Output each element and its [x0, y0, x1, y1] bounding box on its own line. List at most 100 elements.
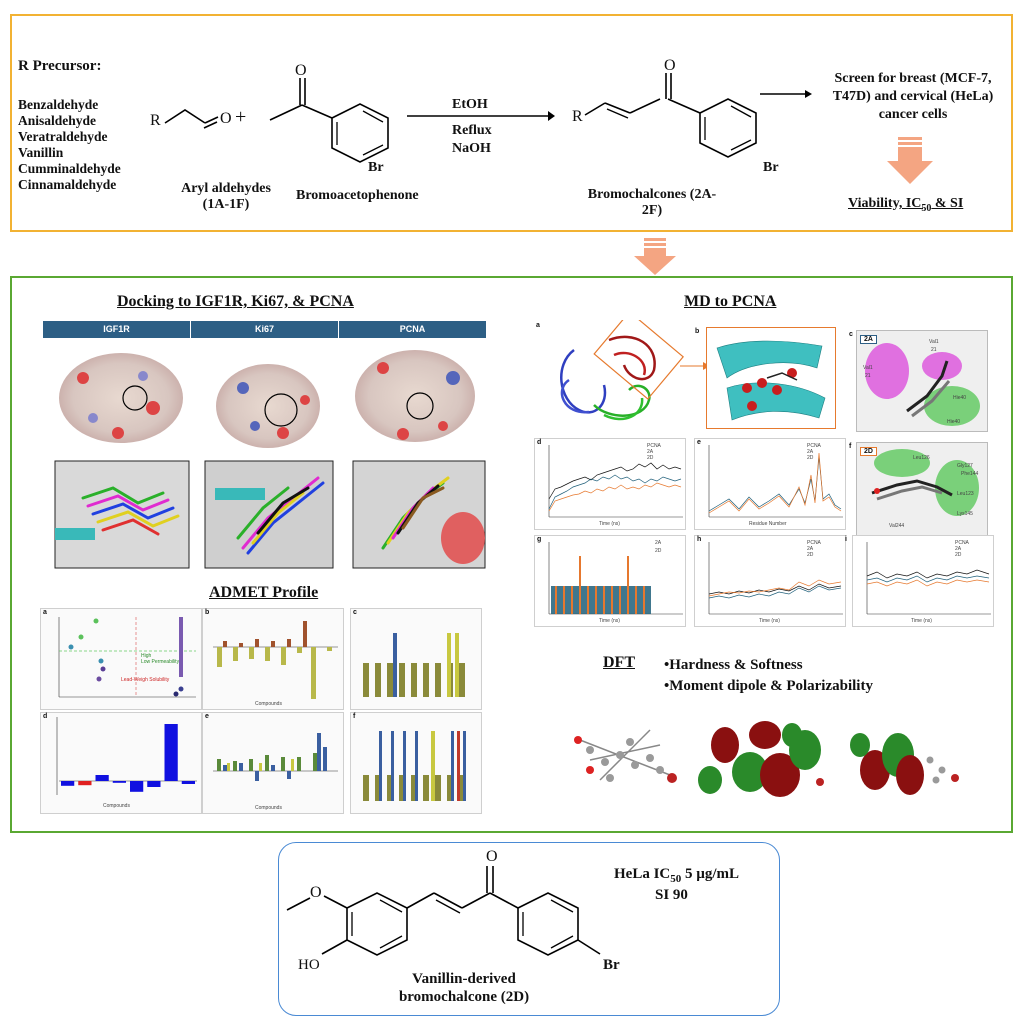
down-arrow-icon: [634, 238, 676, 275]
precursor-item: Benzaldehyde: [18, 97, 99, 112]
x-axis-label: Compounds: [255, 805, 282, 811]
admet-d-bar: [61, 781, 75, 786]
admet-scatter-plot: [58, 617, 196, 698]
pcna-trimer-image: [560, 310, 685, 421]
panel-label: a: [536, 322, 540, 329]
panel-label: a: [43, 609, 47, 616]
computational-panel: [10, 276, 1013, 833]
legend-2d: 2D: [807, 455, 814, 461]
atom-o: O: [486, 848, 498, 865]
dft-title: DFT: [603, 654, 635, 671]
admet-panel-f: f: [350, 712, 482, 814]
ligand-box-2a: 2A: [860, 335, 877, 344]
screen-text: Screen for breast (MCF-7, T47D) and cerv…: [808, 70, 1018, 124]
ligand-box-2d: 2D: [860, 447, 877, 456]
condition-reflux: Reflux: [452, 123, 492, 138]
md-title: MD to PCNA: [684, 293, 777, 310]
lead-compound-panel: [278, 842, 780, 1016]
md-panel-b: b: [695, 327, 836, 429]
target-header-ki67: Ki67: [191, 321, 339, 338]
dft-orbitals: [574, 721, 959, 797]
ic50-subscript: 50: [670, 873, 682, 885]
aldehyde-label: Aryl aldehydes (1A-1F): [174, 181, 278, 213]
residue-label: Val1: [863, 365, 873, 371]
precursor-item: Veratraldehyde: [18, 129, 108, 144]
legend-2a: 2A: [647, 449, 654, 455]
panel-label: c: [353, 609, 357, 616]
product-label-line: 2F): [641, 203, 663, 218]
legend-2a: 2A: [807, 546, 814, 552]
atom-o: O: [664, 57, 676, 74]
admet-d-bar: [130, 781, 144, 792]
md-panel-a: a: [534, 310, 685, 432]
dft-bullet-dipole: •Moment dipole & Polarizability: [664, 678, 873, 694]
atom-r: R: [572, 108, 583, 125]
admet-d-bar: [164, 724, 178, 781]
md-panel-h: PCNA 2A 2D Time (ns) h: [694, 535, 846, 627]
rmsf-line-chart: [708, 445, 843, 518]
legend-pcna: PCNA: [807, 540, 821, 546]
residue-label: Phe144: [961, 471, 979, 477]
condition-base: NaOH: [452, 141, 491, 156]
ic50-text: 5 µg/mL: [681, 866, 740, 882]
aldehyde-label-line: Aryl aldehydes: [181, 181, 271, 196]
legend-2a: 2A: [655, 540, 662, 546]
admet-panel-b: Compounds b: [202, 608, 344, 710]
annotation-high: High: [141, 653, 152, 659]
legend-pcna: PCNA: [807, 443, 821, 449]
dft-bullet-hardness: •Hardness & Softness: [664, 657, 803, 673]
rmsd-line-chart: [548, 445, 683, 518]
panel-label: b: [205, 609, 210, 616]
down-arrow-icon: [887, 137, 933, 184]
pcna-zoom-image: [716, 340, 826, 421]
screen-arrow: [760, 90, 812, 98]
md-panel-c: 2A Val1 21 Val1 21 Hie40 Hie40 c: [849, 330, 988, 432]
admet-panel-c: c: [350, 608, 482, 710]
md-panel-g: 2A 2D Time (ns) g: [534, 535, 686, 627]
admet-panel-d: Compounds d: [40, 712, 202, 814]
viability-text-part: Viability, IC: [848, 196, 922, 211]
legend-2d: 2D: [647, 455, 654, 461]
x-axis-label: Residue Number: [749, 521, 787, 527]
md-panel-e: PCNA 2A 2D Residue Number e: [694, 438, 846, 530]
legend-2d: 2D: [955, 552, 962, 558]
residue-label: Leu126: [913, 455, 930, 461]
x-axis-label: Time (ns): [911, 618, 932, 624]
interaction-2a-image: [865, 343, 980, 426]
legend-2d: 2D: [655, 548, 662, 554]
atom-o: O: [310, 884, 322, 901]
atom-o: O: [295, 62, 307, 79]
admet-bar-chart: [363, 731, 466, 801]
residue-label: Hie40: [953, 395, 967, 401]
md-panel-f: 2D Leu126 Gly127 Phe144 Leu123 Lys145 Va…: [849, 442, 988, 536]
vanillin-bromochalcone-structure: [286, 866, 601, 956]
panel-label: e: [697, 439, 701, 446]
residue-label: 21: [931, 347, 937, 353]
docking-images: [54, 350, 486, 569]
legend-2a: 2A: [955, 546, 962, 552]
screen-text-line: cancer cells: [878, 107, 948, 122]
admet-title: ADMET Profile: [209, 584, 319, 601]
precursor-item: Cumminaldehyde: [18, 161, 121, 176]
docking-title: Docking to IGF1R, Ki67, & PCNA: [117, 293, 354, 310]
aldehyde-label-line: (1A-1F): [202, 197, 250, 212]
screen-text-line: Screen for breast (MCF-7,: [834, 71, 992, 86]
aldehyde-structure: [164, 109, 219, 129]
reaction-arrow: [407, 111, 555, 121]
atom-br: Br: [763, 160, 779, 175]
residue-label: Val244: [889, 523, 905, 529]
panel-label: g: [537, 536, 542, 543]
synthesis-panel: [10, 14, 1013, 232]
screen-text-line: T47D) and cervical (HeLa): [832, 89, 994, 104]
residue-label: Gly127: [957, 463, 973, 469]
legend-pcna: PCNA: [647, 443, 661, 449]
precursor-list: Benzaldehyde Anisaldehyde Veratraldehyde…: [18, 97, 121, 193]
admet-d-bar: [147, 781, 161, 787]
admet-d-bar: [112, 781, 126, 783]
ic50-value: HeLa IC50 5 µg/mL: [614, 866, 739, 885]
admet-bar-chart: [213, 733, 338, 781]
plus-sign: +: [235, 106, 247, 128]
x-axis-label: Time (ns): [599, 618, 620, 624]
admet-d-bar: [78, 781, 92, 786]
panel-label: h: [697, 536, 702, 543]
